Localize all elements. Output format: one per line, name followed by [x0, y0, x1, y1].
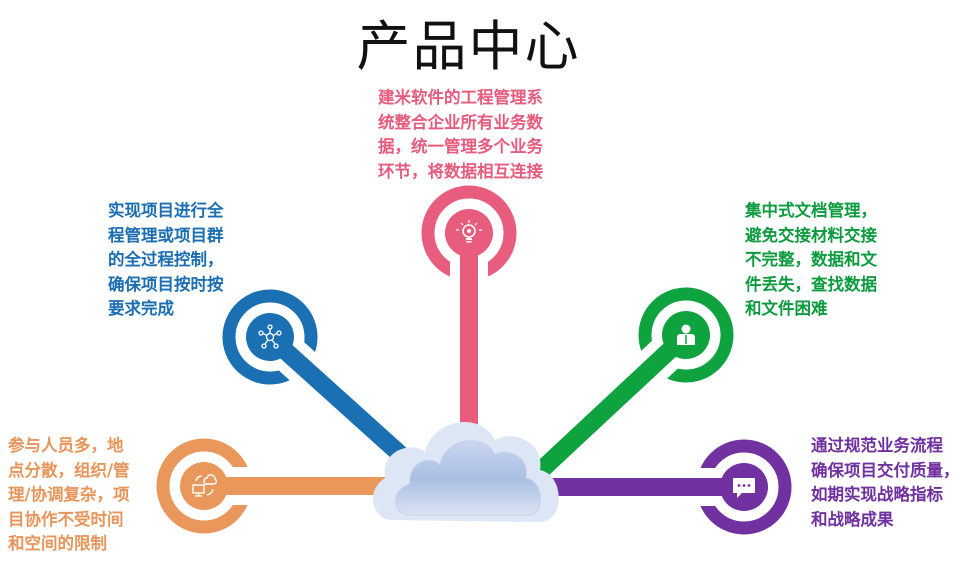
purple-description: 通过规范业务流程确保项目交付质量， 如期实现战略指标和战略成果 [811, 434, 960, 532]
purple-connector [539, 478, 744, 496]
orange-description: 参与人员多，地点分散，组织/管理/协调复杂，项目协作不受时间和空间的限制 [8, 434, 130, 557]
blue-description-line: 程管理或项目群 [108, 225, 224, 245]
green-description-line: 和文件困难 [745, 299, 828, 318]
blue-node [246, 313, 294, 361]
blue-description-line: 确保项目按时按 [108, 274, 224, 294]
purple-description-line: 通过规范业务流程 [811, 436, 943, 455]
green-connector [533, 328, 693, 478]
orange-description-line: 参与人员多，地 [8, 436, 124, 455]
purple-branch [539, 439, 792, 535]
green-description-line: 避免交接材料交接 [745, 225, 877, 245]
pink-description: 建米软件的工程管理系统整合企业所有业务数据，统一管理多个业务环节，将数据相互连接 [378, 86, 543, 184]
purple-description-line: 如期实现战略指标 [811, 485, 943, 504]
green-description: 集中式文档管理， 避免交接材料交接不完整，数据和文件丢失，查找数据和文件困难 [745, 199, 877, 322]
blue-description: 实现项目进行全程管理或项目群的全过程控制， 确保项目按时按要求完成 [108, 199, 224, 322]
green-description-line: 集中式文档管理， [745, 201, 877, 220]
green-description-line: 件丢失，查找数据 [745, 274, 877, 294]
pink-description-line: 建米软件的工程管理系 [378, 88, 543, 107]
blue-description-line: 实现项目进行全 [108, 201, 224, 220]
orange-description-line: 和空间的限制 [8, 534, 107, 553]
orange-branch [156, 438, 404, 534]
green-description-line: 不完整，数据和文 [745, 250, 877, 269]
orange-connector [204, 477, 404, 495]
pink-description-line: 据，统一管理多个业务 [378, 137, 543, 156]
purple-description-line: 和战略成果 [811, 509, 894, 529]
pink-connector [460, 233, 478, 443]
blue-description-line: 的全过程控制， [108, 250, 224, 269]
chat-bubble-icon [733, 478, 755, 498]
pink-description-line: 统整合企业所有业务数 [378, 112, 543, 132]
orange-description-line: 点分散，组织/管 [8, 460, 130, 480]
lightbulb-icon [456, 220, 482, 243]
pink-description-line: 环节，将数据相互连接 [378, 161, 543, 181]
blue-description-line: 要求完成 [108, 299, 174, 318]
blue-connector [263, 330, 418, 471]
pink-branch [421, 185, 517, 443]
network-icon [258, 324, 282, 349]
page-title: 产品中心 [356, 15, 581, 78]
cloud-icon [373, 422, 559, 522]
businessman-icon [677, 324, 695, 345]
computer-cloud-sync-icon [192, 474, 218, 497]
orange-description-line: 目协作不受时间 [8, 509, 124, 529]
purple-description-line: 确保项目交付质量， [811, 460, 960, 480]
blue-branch [222, 289, 418, 471]
orange-description-line: 理/协调复杂，项 [8, 485, 130, 504]
